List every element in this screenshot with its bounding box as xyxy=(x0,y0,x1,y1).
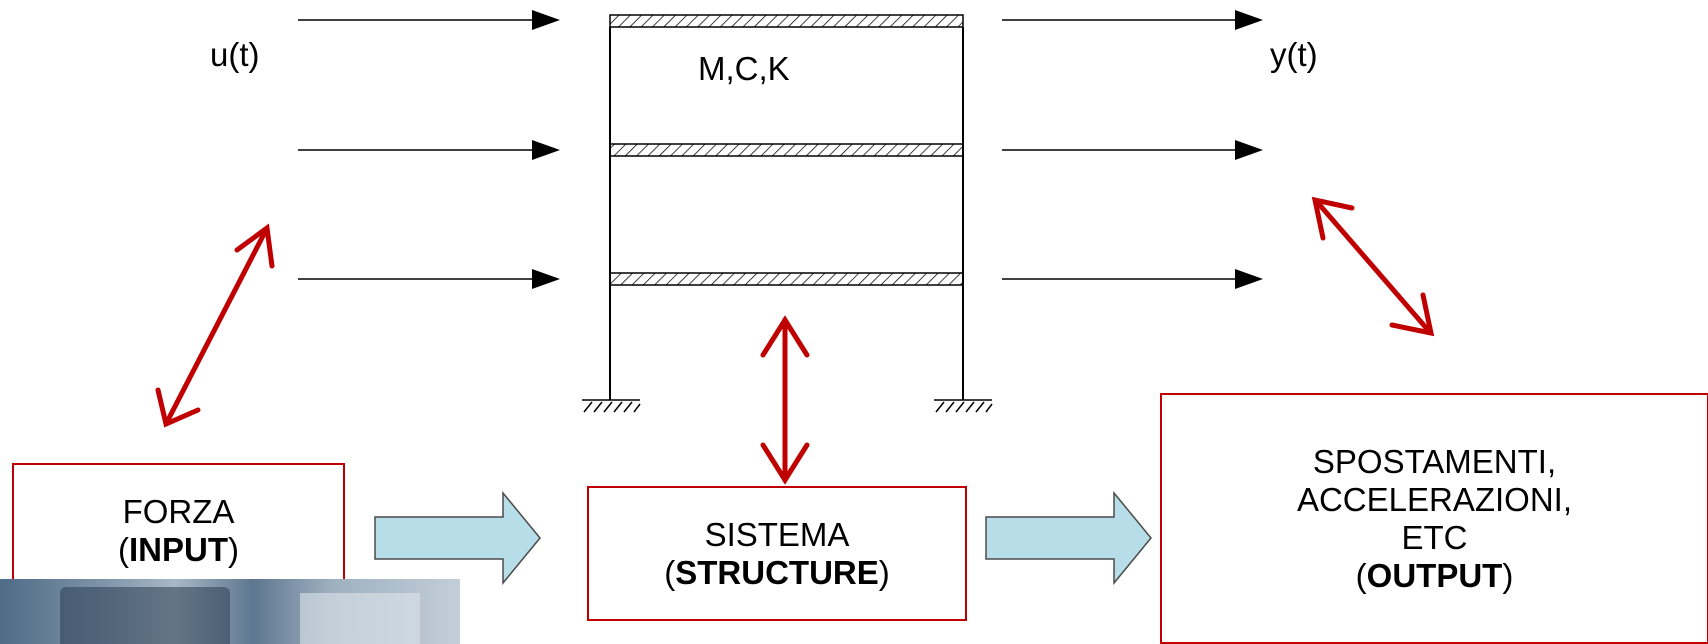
input-force-arrows xyxy=(298,10,560,289)
floor-slab-top xyxy=(609,14,964,28)
output-box-subtitle: (OUTPUT) xyxy=(1355,556,1514,594)
double-arrow-input-icon xyxy=(155,223,275,428)
double-arrow-system-icon xyxy=(760,315,810,485)
output-box-line3: ETC xyxy=(1401,518,1468,556)
system-params-label: M,C,K xyxy=(698,50,790,87)
input-box-title: FORZA xyxy=(122,493,235,530)
frame-structure xyxy=(582,14,993,413)
output-arrow-top xyxy=(1002,10,1263,30)
input-box-subtitle: (INPUT) xyxy=(118,531,239,568)
photo-shade-dark xyxy=(60,587,230,644)
output-response-arrows xyxy=(1002,10,1263,289)
output-box-line1: SPOSTAMENTI, xyxy=(1312,442,1557,480)
input-arrow-bottom xyxy=(298,269,560,289)
ground-support-left-icon xyxy=(582,399,641,413)
output-signal-label: y(t) xyxy=(1270,36,1318,73)
input-arrow-top xyxy=(298,10,560,30)
flow-arrow-system-to-output-icon xyxy=(985,490,1152,586)
input-box: FORZA (INPUT) xyxy=(12,463,345,599)
system-box-title: SISTEMA xyxy=(704,515,850,553)
floor-slab-middle xyxy=(609,143,964,157)
ground-support-right-icon xyxy=(934,399,993,413)
system-box-subtitle: (STRUCTURE) xyxy=(664,553,890,591)
output-box-line2: ACCELERAZIONI, xyxy=(1296,480,1573,518)
photo-shade-light xyxy=(300,593,420,644)
double-arrow-output-icon xyxy=(1311,196,1435,337)
system-box: SISTEMA (STRUCTURE) xyxy=(587,486,967,621)
floor-slab-bottom xyxy=(609,272,964,286)
output-box: SPOSTAMENTI, ACCELERAZIONI, ETC (OUTPUT) xyxy=(1160,393,1708,644)
flow-arrow-input-to-system-icon xyxy=(374,490,541,586)
photo-thumbnail xyxy=(0,579,460,644)
input-arrow-middle xyxy=(298,140,560,160)
output-arrow-bottom xyxy=(1002,269,1263,289)
output-arrow-middle xyxy=(1002,140,1263,160)
input-signal-label: u(t) xyxy=(210,36,260,73)
